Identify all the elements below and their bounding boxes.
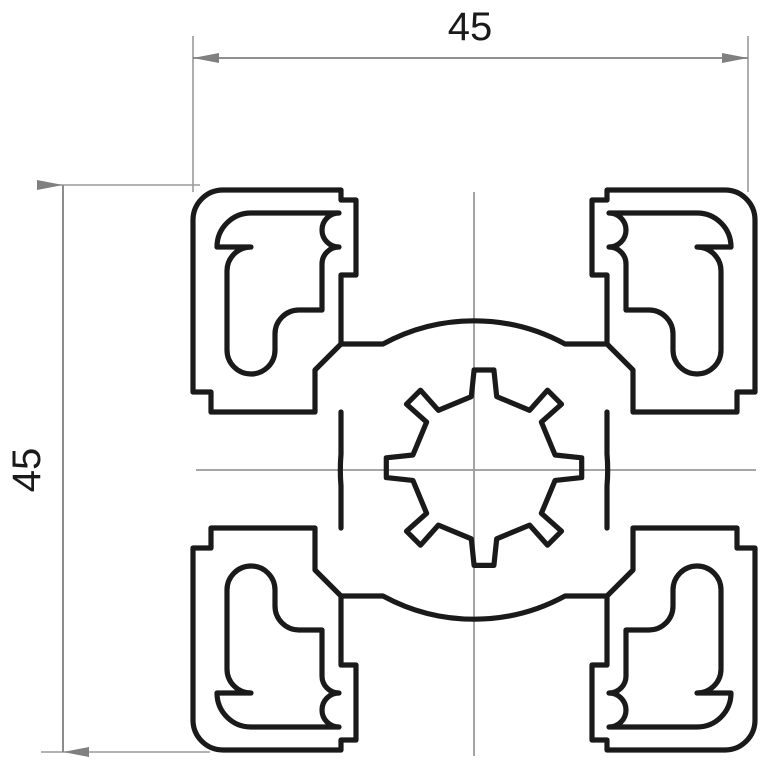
profile-quadrant-bottom-left <box>190 525 359 753</box>
dimension-label-height: 45 <box>5 448 49 493</box>
outer-wall-bottom-right <box>589 525 758 753</box>
dimension-label-width: 45 <box>448 5 493 49</box>
profile-quadrant-top-right <box>589 187 758 415</box>
profile-quadrant-bottom-right <box>589 525 758 753</box>
t-slot-cavity-top-left <box>214 210 342 377</box>
centerlines <box>196 192 756 756</box>
t-slot-cavity-bottom-left <box>214 563 342 730</box>
core-web-top <box>338 318 610 347</box>
center-splined-bore <box>383 367 585 568</box>
t-slot-cavity-bottom-right <box>606 563 734 730</box>
core-web-left <box>337 409 344 531</box>
extrusion-profile <box>190 187 758 753</box>
profile-quadrant-top-left <box>190 187 359 415</box>
core-web-bottom <box>338 593 610 622</box>
dimension-annotations: 45 45 <box>5 5 749 757</box>
outer-wall-top-right <box>589 187 758 415</box>
t-slot-cavity-top-right <box>606 210 734 377</box>
outer-wall-top-left <box>190 187 359 415</box>
profile-core-web <box>337 318 611 622</box>
core-web-right <box>604 409 611 531</box>
outer-wall-bottom-left <box>190 525 359 753</box>
